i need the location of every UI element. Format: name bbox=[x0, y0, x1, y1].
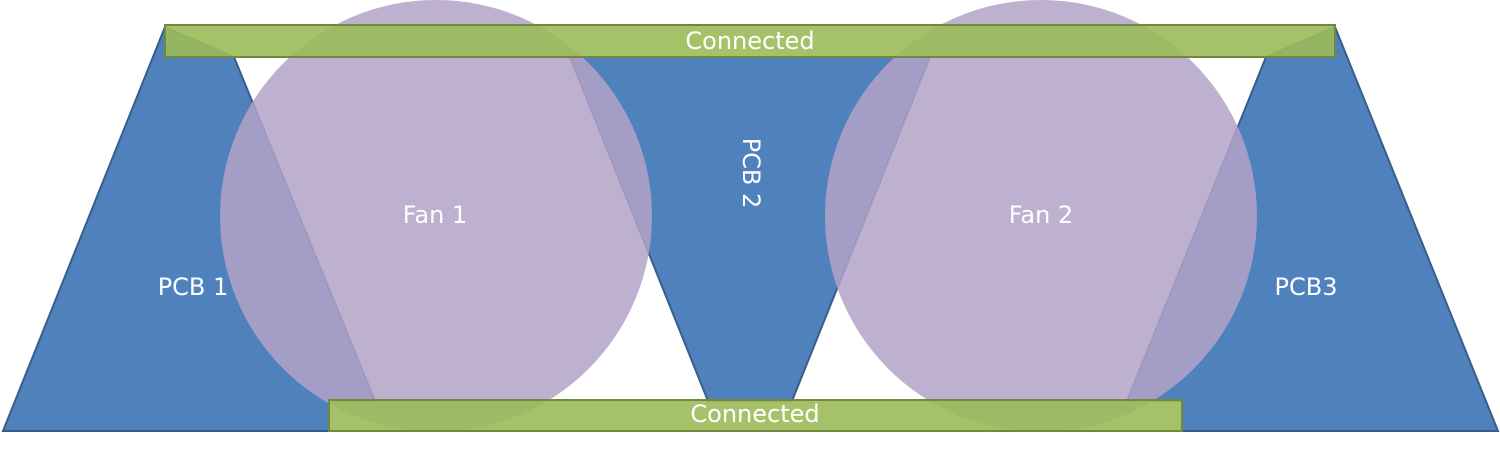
pcb-3-label: PCB3 bbox=[1275, 273, 1338, 301]
connector-top-bar bbox=[164, 24, 1336, 58]
pcb-2-label: PCB 2 bbox=[737, 138, 765, 209]
connector-top-label: Connected bbox=[685, 27, 814, 55]
connector-bottom-label: Connected bbox=[690, 400, 819, 428]
pcb-1-label: PCB 1 bbox=[158, 273, 229, 301]
fan-2-shape bbox=[825, 0, 1257, 432]
fan-1-shape bbox=[220, 0, 652, 432]
connector-bottom-bar bbox=[328, 399, 1183, 432]
fan-1-label: Fan 1 bbox=[403, 201, 467, 229]
fan-2-label: Fan 2 bbox=[1009, 201, 1073, 229]
